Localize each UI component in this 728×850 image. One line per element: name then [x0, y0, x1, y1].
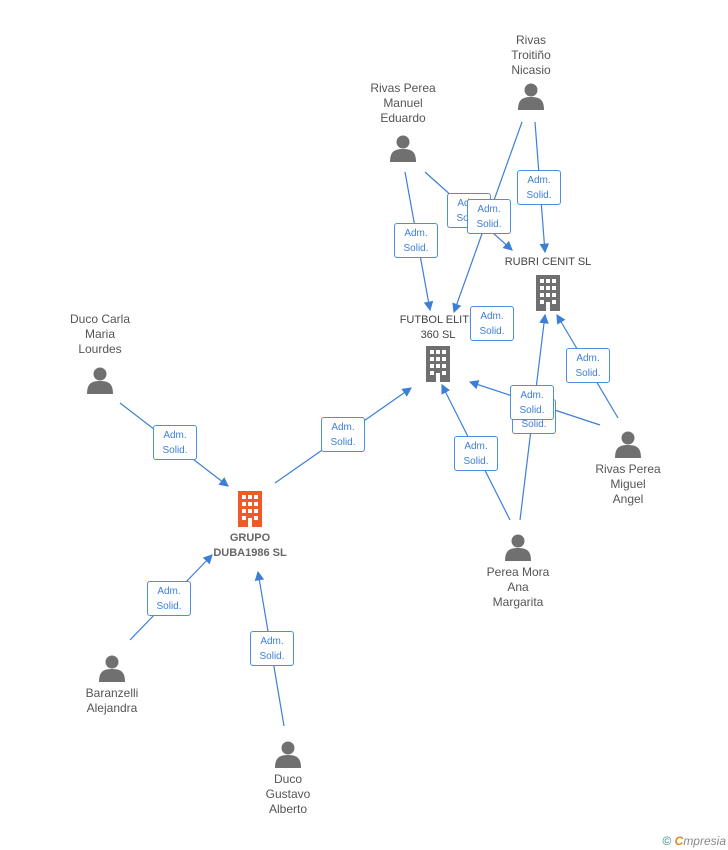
person-label: Baranzelli Alejandra — [85, 686, 139, 715]
person-label: Perea Mora Ana Margarita — [486, 565, 550, 609]
copyright-icon: © — [662, 834, 672, 848]
person-rivas-troitino[interactable]: Rivas Troitiño Nicasio — [481, 33, 581, 110]
person-icon — [275, 741, 301, 768]
person-label: Rivas Troitiño Nicasio — [511, 33, 551, 77]
relation-badge[interactable]: Adm. Solid. — [517, 170, 561, 205]
relation-badge[interactable]: Adm. Solid. — [153, 425, 197, 460]
company-grupo-duba1986[interactable]: GRUPO DUBA1986 SL — [195, 491, 305, 561]
building-icon — [536, 275, 560, 311]
relation-badge[interactable]: Adm. Solid. — [454, 436, 498, 471]
person-label: Duco Carla Maria Lourdes — [69, 312, 131, 356]
company-rubri-cenit[interactable]: RUBRI CENIT SL — [493, 255, 603, 311]
building-icon — [238, 491, 262, 527]
relation-badge[interactable]: Adm. Solid. — [510, 385, 554, 420]
person-label: Rivas Perea Manuel Eduardo — [370, 81, 436, 125]
person-rivas-perea-manuel[interactable]: Rivas Perea Manuel Eduardo — [353, 81, 453, 162]
person-label: Duco Gustavo Alberto — [265, 772, 311, 816]
brand-footer[interactable]: © Cmpresia — [662, 834, 726, 848]
company-label: GRUPO DUBA1986 SL — [213, 532, 287, 559]
company-futbol-elite[interactable]: FUTBOL ELITE 360 SL — [383, 313, 493, 382]
relation-badge[interactable]: Adm. Solid. — [566, 348, 610, 383]
person-icon — [99, 655, 125, 682]
person-perea-mora[interactable]: Perea Mora Ana Margarita — [468, 533, 568, 610]
person-duco-gustavo[interactable]: Duco Gustavo Alberto — [238, 740, 338, 817]
person-icon — [615, 431, 641, 458]
company-label: FUTBOL ELITE 360 SL — [399, 314, 477, 341]
company-label: RUBRI CENIT SL — [504, 256, 592, 268]
person-label: Rivas Perea Miguel Angel — [595, 462, 661, 506]
person-rivas-perea-miguel[interactable]: Rivas Perea Miguel Angel — [578, 430, 678, 507]
brand-logo-text: mpresia — [683, 834, 726, 848]
person-icon — [87, 367, 113, 394]
building-icon — [426, 346, 450, 382]
relation-badge[interactable]: Adm. Solid. — [321, 417, 365, 452]
relation-badge[interactable]: Adm. Solid. — [394, 223, 438, 258]
person-baranzelli[interactable]: Baranzelli Alejandra — [62, 654, 162, 716]
person-duco-carla[interactable]: Duco Carla Maria Lourdes — [50, 312, 150, 394]
person-icon — [505, 534, 531, 561]
relation-badge[interactable]: Adm. Solid. — [470, 306, 514, 341]
person-icon — [518, 83, 544, 110]
brand-logo-letter: C — [674, 834, 684, 848]
relation-badge[interactable]: Adm. Solid. — [467, 199, 511, 234]
person-icon — [390, 135, 416, 162]
relation-badge[interactable]: Adm. Solid. — [147, 581, 191, 616]
relation-badge[interactable]: Adm. Solid. — [250, 631, 294, 666]
